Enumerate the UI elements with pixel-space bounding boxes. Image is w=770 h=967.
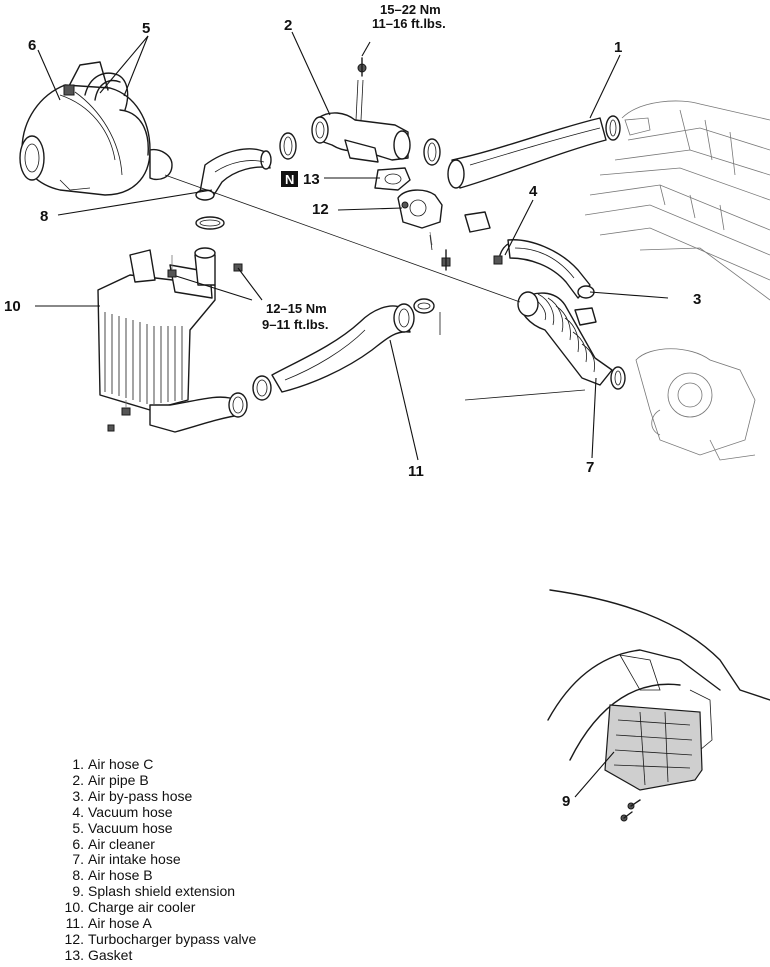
torque-top-line2: 11–16 ft.lbs. xyxy=(372,16,446,31)
legend-item-number: 13. xyxy=(64,946,84,963)
callout-9: 9 xyxy=(562,793,570,810)
hose-clamp-10 xyxy=(252,375,272,401)
shield-screws xyxy=(620,799,641,822)
callout-labels: 1 2 3 4 5 6 7 8 9 10 11 12 13 xyxy=(4,17,701,810)
legend-item-number: 9. xyxy=(72,883,84,900)
hose-clamp-7 xyxy=(610,366,626,390)
air-hose-b xyxy=(195,148,272,201)
torque-spec-top: 15–22 Nm 11–16 ft.lbs. xyxy=(372,2,446,31)
legend-item: 10.Charge air cooler xyxy=(56,899,256,916)
legend-item-number: 4. xyxy=(72,803,84,820)
fender-outline xyxy=(547,589,770,761)
legend-item: 11.Air hose A xyxy=(56,915,256,932)
legend-item-number: 5. xyxy=(72,819,84,836)
legend-item-label: Air by-pass hose xyxy=(88,787,193,804)
legend-item-number: 12. xyxy=(64,930,84,947)
legend-item-label: Turbocharger bypass valve xyxy=(88,930,257,947)
callout-3: 3 xyxy=(693,291,701,308)
leader-lines xyxy=(35,31,669,798)
legend-item-label: Air pipe B xyxy=(88,771,149,788)
torque-top-line1: 15–22 Nm xyxy=(380,2,441,17)
bolt-12 xyxy=(441,249,451,271)
legend-item-label: Air hose C xyxy=(88,756,154,772)
engine-block-outline xyxy=(584,100,770,301)
torque-bolt-top xyxy=(357,57,367,77)
legend-item: 9.Splash shield extension xyxy=(56,883,256,900)
torque-spec-cooler: 12–15 Nm 9–11 ft.lbs. xyxy=(262,301,328,332)
gasket xyxy=(374,167,411,191)
legend-item: 5.Vacuum hose xyxy=(56,819,256,837)
legend-item: 13.Gasket xyxy=(56,946,256,964)
legend-item-number: 7. xyxy=(72,851,84,868)
turbocharger-bypass-valve xyxy=(397,189,491,246)
legend-item-label: Charge air cooler xyxy=(88,899,196,916)
air-cleaner xyxy=(19,61,173,196)
legend-item-label: Air hose B xyxy=(88,867,153,884)
hose-clamp-2 xyxy=(423,138,441,166)
air-intake-hose xyxy=(517,291,613,386)
legend-item-label: Air cleaner xyxy=(88,835,155,852)
vacuum-hose-5 xyxy=(84,72,129,111)
charge-air-cooler xyxy=(97,247,248,433)
gasket-badge-letter: N xyxy=(285,172,294,187)
torque-cooler-line1: 12–15 Nm xyxy=(266,301,327,316)
legend-item-label: Gasket xyxy=(88,946,133,963)
callout-5: 5 xyxy=(142,20,150,37)
legend-item-label: Air intake hose xyxy=(88,851,181,868)
air-by-pass-hose xyxy=(507,239,595,299)
legend-item-number: 6. xyxy=(72,835,84,852)
callout-4: 4 xyxy=(529,183,538,200)
callout-7: 7 xyxy=(586,459,594,476)
legend-item: 12.Turbocharger bypass valve xyxy=(56,930,257,948)
legend-item-number: 8. xyxy=(72,867,84,884)
callout-12: 12 xyxy=(312,201,329,218)
callout-6: 6 xyxy=(28,37,36,54)
legend-item-number: 11. xyxy=(65,915,84,932)
legend-item-label: Vacuum hose xyxy=(88,819,173,836)
legend-item-label: Air hose A xyxy=(88,915,152,932)
hose-clamp-1 xyxy=(605,115,621,141)
legend-item: 8.Air hose B xyxy=(56,867,256,884)
legend-item-number: 2. xyxy=(72,771,84,788)
legend-item: 2.Air pipe B xyxy=(56,771,256,789)
callout-1: 1 xyxy=(614,39,622,56)
legend-item: 4.Vacuum hose xyxy=(56,803,256,821)
cooler-mount-bolts xyxy=(107,255,243,432)
legend-item-number: 10. xyxy=(64,899,84,916)
legend-item: 6.Air cleaner xyxy=(56,835,256,853)
callout-10: 10 xyxy=(4,298,21,315)
splash-shield-extension xyxy=(604,704,703,791)
legend-item-label: Vacuum hose xyxy=(88,803,173,820)
air-hose-a xyxy=(271,303,415,393)
legend-item-label: Splash shield extension xyxy=(88,883,236,900)
hose-clamp-8-lower xyxy=(195,216,225,230)
assembly-guide-lines xyxy=(164,174,586,401)
legend-item: 3.Air by-pass hose xyxy=(56,787,256,805)
turbocharger xyxy=(635,348,756,461)
legend-item-number: 3. xyxy=(72,787,84,804)
air-pipe-b xyxy=(311,79,411,163)
gasket-replace-badge: N xyxy=(281,171,298,187)
legend-item: 7.Air intake hose xyxy=(56,851,256,868)
callout-2: 2 xyxy=(284,17,292,34)
hose-clamp-11 xyxy=(413,298,435,314)
torque-cooler-line2: 9–11 ft.lbs. xyxy=(262,317,328,332)
callout-11: 11 xyxy=(408,463,424,480)
callout-8: 8 xyxy=(40,208,48,225)
air-hose-c xyxy=(447,117,607,189)
legend-item-number: 1. xyxy=(72,756,84,772)
hose-clamp-8-upper xyxy=(279,132,297,160)
callout-13: 13 xyxy=(303,171,320,188)
legend-item: 1.Air hose C xyxy=(56,756,256,773)
